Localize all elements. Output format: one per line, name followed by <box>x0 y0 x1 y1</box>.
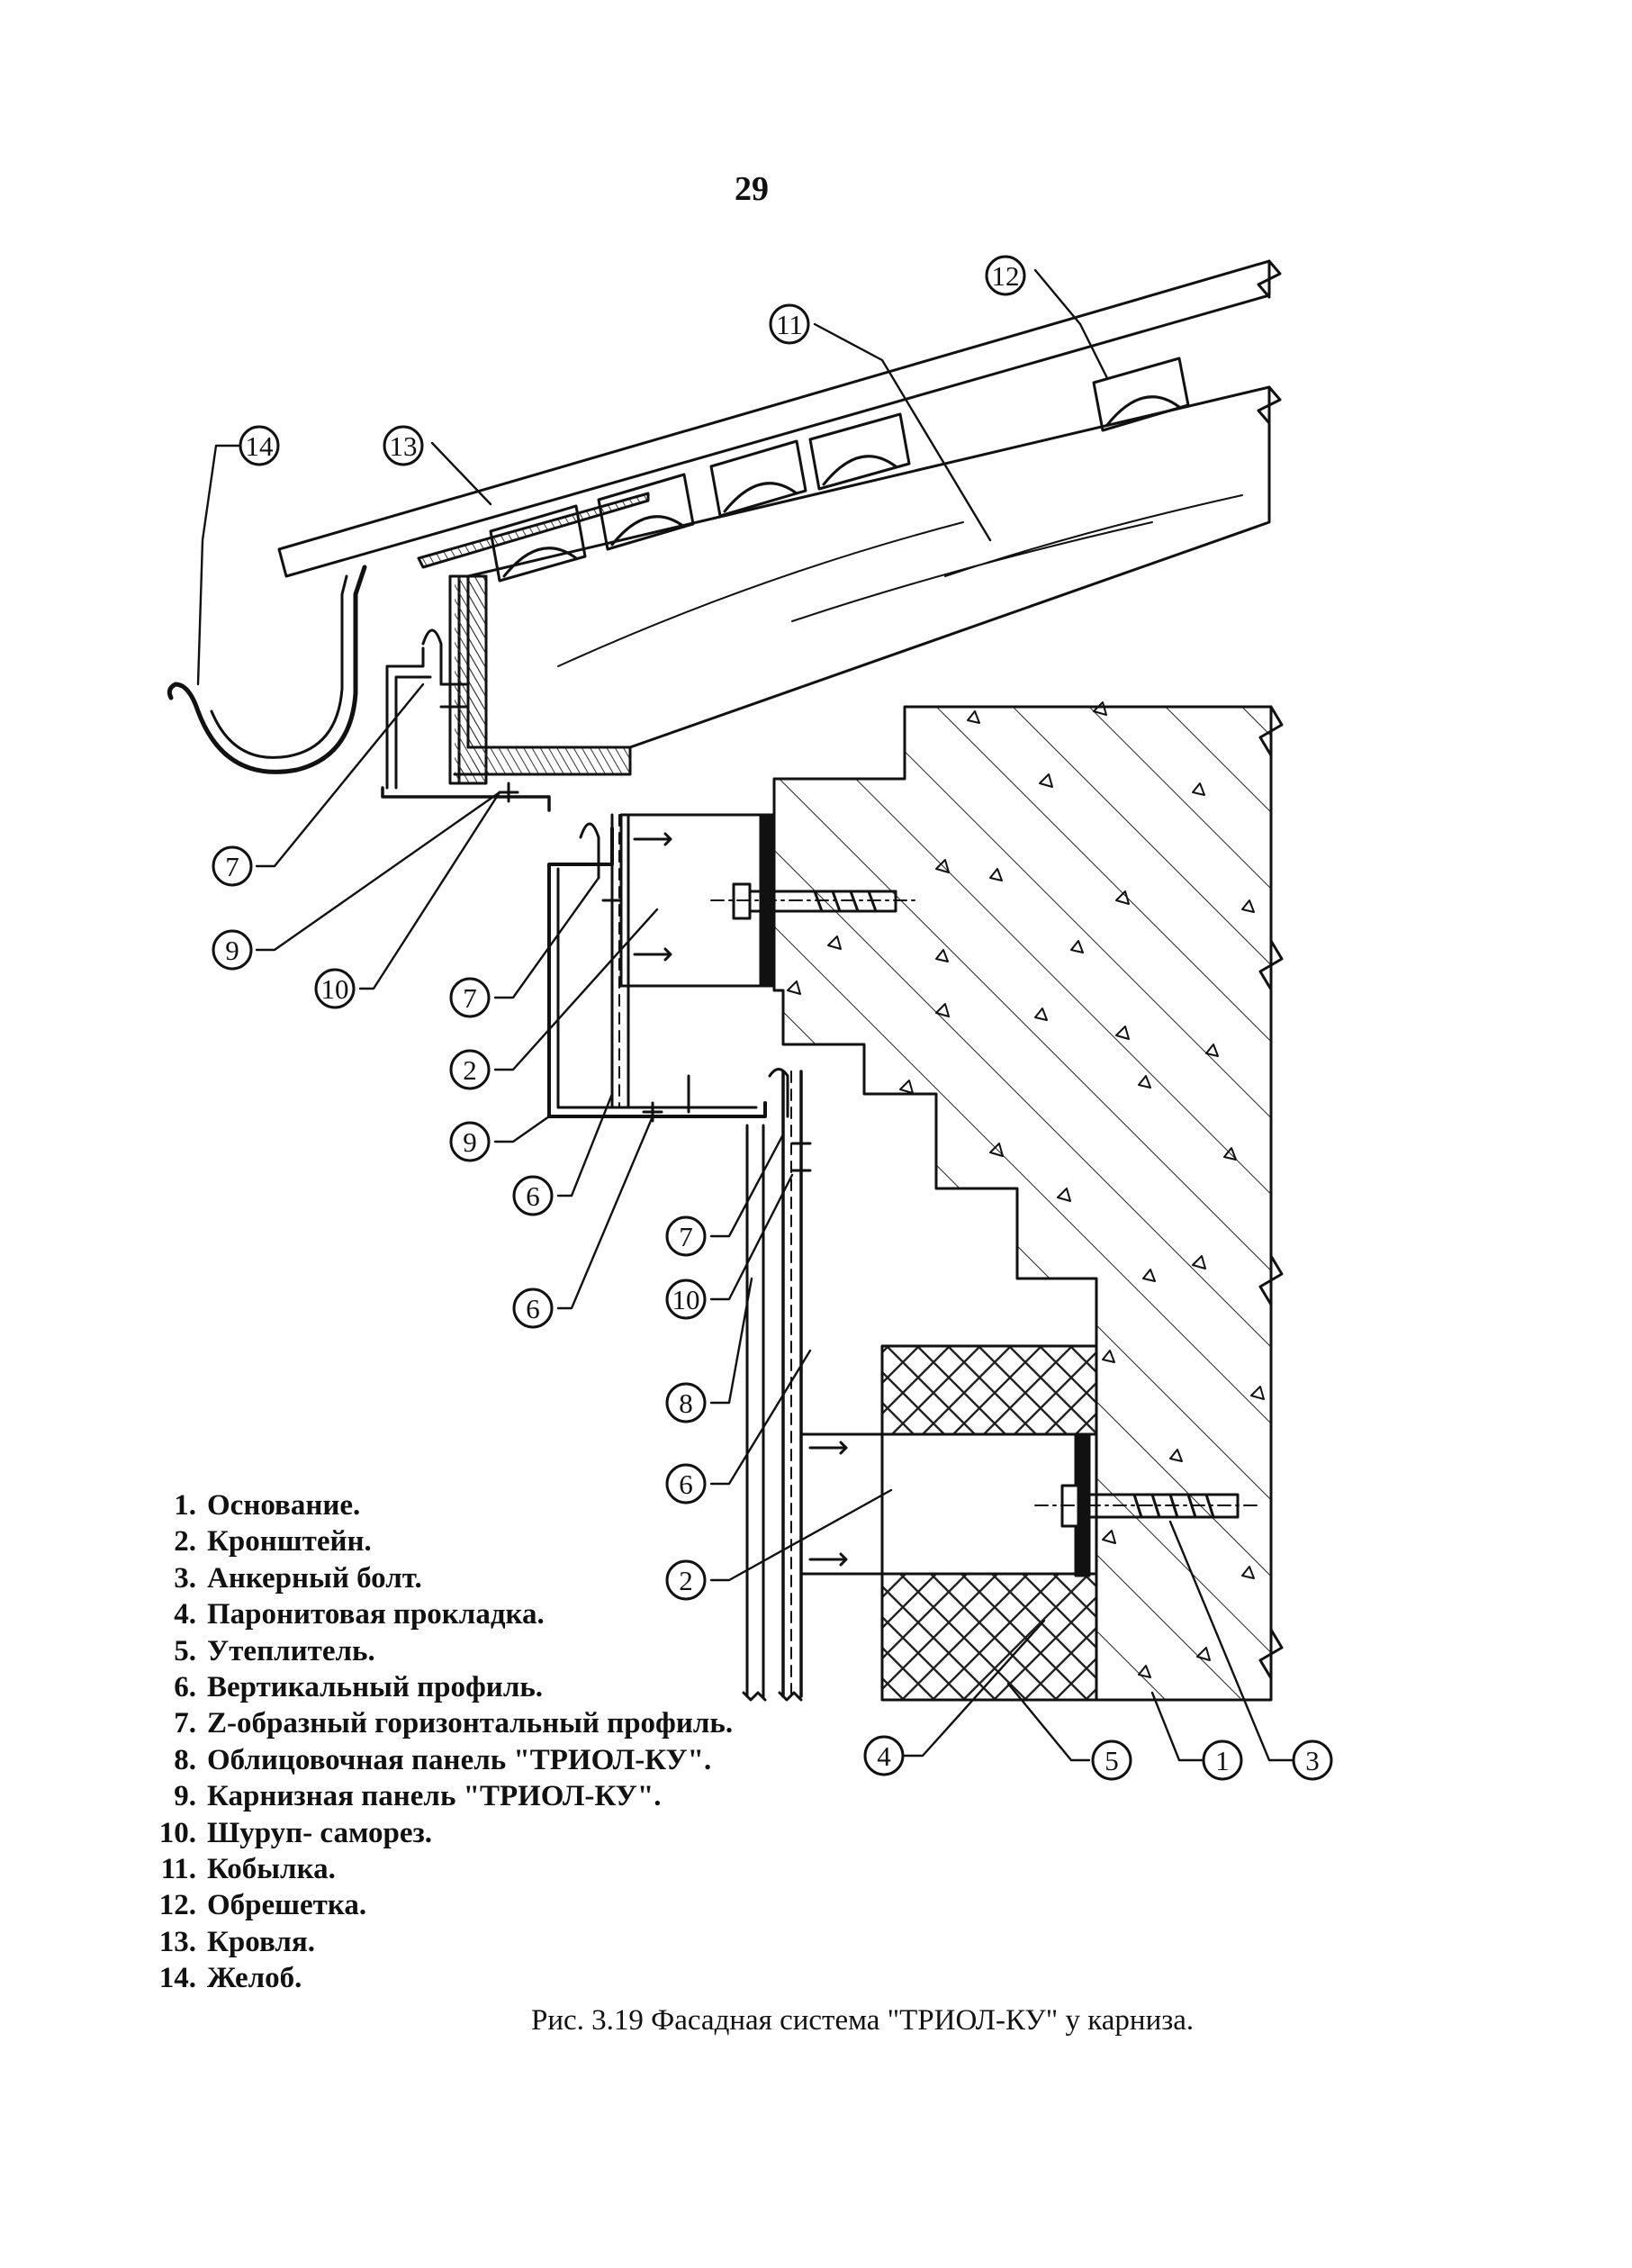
legend-item: 2.Кронштейн. <box>174 1525 372 1559</box>
callout-2b: 2 <box>665 1559 707 1601</box>
svg-text:6: 6 <box>679 1468 693 1500</box>
callout-2a: 2 <box>449 1049 491 1090</box>
leader-lines <box>196 268 1294 1762</box>
svg-text:12: 12 <box>992 260 1020 292</box>
masonry-base <box>772 701 1284 1702</box>
callout-1: 1 <box>1202 1739 1243 1781</box>
svg-text:5: 5 <box>1105 1745 1119 1776</box>
legend-list: 1.Основание. 2.Кронштейн. 3.Анкерный бол… <box>135 1487 733 1997</box>
legend-item: 7.Z-образный горизонтальный профиль. <box>174 1707 734 1740</box>
legend-item: 5.Утеплитель. <box>174 1634 375 1667</box>
page-number: 29 <box>735 170 769 208</box>
callout-6c: 6 <box>665 1463 707 1504</box>
callout-7a: 7 <box>212 845 253 887</box>
callout-14: 14 <box>239 425 280 466</box>
svg-text:6: 6 <box>526 1180 540 1212</box>
callout-10a: 10 <box>314 968 356 1009</box>
roof-structure <box>277 259 1282 749</box>
svg-text:7: 7 <box>463 982 477 1014</box>
callout-6a: 6 <box>512 1175 554 1216</box>
svg-text:14: 14 <box>246 430 275 462</box>
legend-item: 12.Обрешетка. <box>158 1889 367 1922</box>
svg-text:6: 6 <box>526 1293 540 1324</box>
callout-9a: 9 <box>212 929 253 971</box>
legend-item: 4.Паронитовая прокладка. <box>174 1598 545 1631</box>
lower-bracket <box>799 1432 1261 1577</box>
legend-item: 9.Карнизная панель "ТРИОЛ-КУ". <box>174 1780 662 1813</box>
callout-12: 12 <box>985 255 1026 296</box>
legend-item: 1.Основание. <box>174 1489 361 1522</box>
callout-13: 13 <box>383 425 424 466</box>
svg-text:10: 10 <box>672 1284 700 1315</box>
svg-text:1: 1 <box>1215 1745 1230 1776</box>
callout-4: 4 <box>863 1735 905 1776</box>
svg-text:2: 2 <box>463 1054 477 1086</box>
legend-item: 11.Кобылка. <box>160 1853 336 1886</box>
svg-text:7: 7 <box>679 1221 693 1252</box>
svg-text:9: 9 <box>225 935 239 966</box>
insulation-blocks <box>880 1344 1098 1702</box>
callout-3: 3 <box>1292 1739 1333 1781</box>
legend-item: 8.Облицовочная панель "ТРИОЛ-КУ". <box>174 1743 712 1776</box>
svg-text:8: 8 <box>679 1387 693 1419</box>
callout-5: 5 <box>1091 1739 1132 1781</box>
callout-10b: 10 <box>665 1279 707 1320</box>
lower-facade-panel <box>742 1068 812 1702</box>
callout-6b: 6 <box>512 1288 554 1329</box>
svg-text:7: 7 <box>225 851 239 882</box>
svg-text:4: 4 <box>877 1740 891 1772</box>
middle-cornice-panel <box>547 813 919 1123</box>
svg-text:2: 2 <box>679 1565 693 1596</box>
callout-8: 8 <box>665 1382 707 1423</box>
legend-item: 10.Шуруп- саморез. <box>158 1816 433 1849</box>
callout-7b: 7 <box>449 977 491 1018</box>
svg-text:3: 3 <box>1305 1745 1320 1776</box>
callout-11: 11 <box>769 303 810 345</box>
svg-text:9: 9 <box>463 1126 477 1158</box>
callout-9b: 9 <box>449 1121 491 1162</box>
callout-7c: 7 <box>665 1215 707 1257</box>
svg-text:11: 11 <box>776 309 803 340</box>
svg-text:10: 10 <box>321 973 349 1005</box>
legend-item: 13.Кровля. <box>158 1925 315 1958</box>
legend-item: 14.Желоб. <box>158 1962 302 1995</box>
svg-text:13: 13 <box>390 430 418 462</box>
upper-cornice-gutter <box>167 565 632 812</box>
figure-caption: Рис. 3.19 Фасадная система "ТРИОЛ-КУ" у … <box>531 2004 1195 2037</box>
legend-item: 6.Вертикальный профиль. <box>174 1671 544 1704</box>
legend-item: 3.Анкерный болт. <box>174 1561 422 1595</box>
